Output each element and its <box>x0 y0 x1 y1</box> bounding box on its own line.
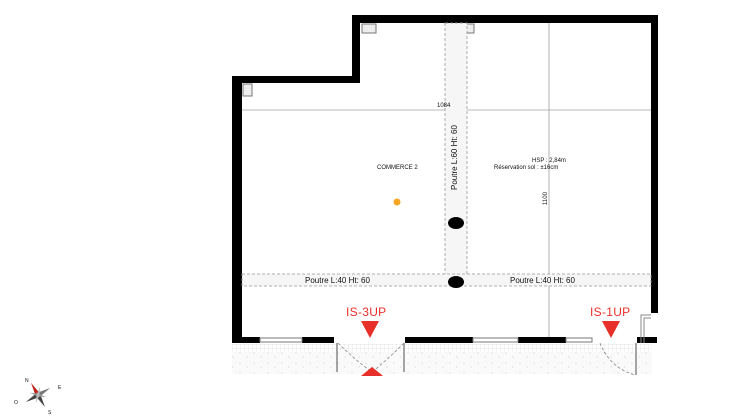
shafts <box>242 23 475 97</box>
walls <box>232 15 658 343</box>
location-point <box>393 198 401 206</box>
compass-o: O <box>14 400 18 406</box>
compass-n: N <box>25 378 29 384</box>
compass-icon <box>25 382 51 408</box>
is-3up-label[interactable]: IS-3UP <box>346 305 387 319</box>
is-1up-label[interactable]: IS-1UP <box>590 305 631 319</box>
is-1up-marker-icon[interactable] <box>602 321 620 338</box>
beam-horizontal-right-label: Poutre L:40 Ht: 60 <box>510 276 575 285</box>
exterior-ground <box>232 352 652 374</box>
is-3up-marker-icon[interactable] <box>361 321 379 338</box>
dimension-vertical: 1100 <box>543 192 549 205</box>
column-bottom <box>448 276 464 288</box>
beam-vertical-label: Poutre L:60 Ht: 60 <box>450 125 459 190</box>
horizontal-beam <box>241 273 652 287</box>
column-top <box>448 217 464 229</box>
hsp-label: HSP : 2,84m <box>532 158 566 164</box>
beam-horizontal-left-label: Poutre L:40 Ht: 60 <box>305 276 370 285</box>
facade-band <box>232 344 652 352</box>
reservation-label: Réservation sol : ±16cm <box>494 165 559 171</box>
room-name: COMMERCE 2 <box>377 165 418 171</box>
dimension-horizontal: 1084 <box>437 103 451 109</box>
compass-e: E <box>58 385 62 391</box>
right-frame <box>640 314 651 343</box>
door-leaves <box>336 343 637 375</box>
compass-s: S <box>48 410 52 416</box>
windows <box>259 337 593 343</box>
is-3up-arrow-icon <box>361 367 383 376</box>
